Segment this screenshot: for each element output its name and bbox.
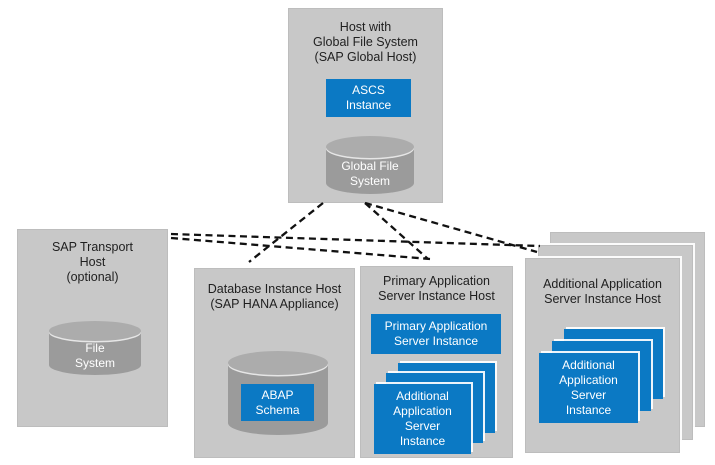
primary-app-server-host-box: Primary Application Server Instance Host… [360, 266, 513, 458]
database-host-title: Database Instance Host (SAP HANA Applian… [207, 282, 342, 311]
cylinder-top-ellipse [326, 136, 414, 158]
abap-schema-box: ABAP Schema [241, 384, 314, 421]
database-host-box: Database Instance Host (SAP HANA Applian… [194, 268, 355, 458]
additional-app-server-host-box-front: Additional Application Server Instance H… [525, 258, 680, 453]
global-host-box: Host with Global File System (SAP Global… [288, 8, 443, 203]
connection-transport-host-to-additional-app-server-host [170, 232, 541, 248]
connection-global-host-to-additional-app-server-host [364, 201, 538, 254]
transport-host-title: SAP Transport Host (optional) [51, 240, 134, 284]
additional-app-server-instance-stack-front: Additional Application Server Instance [374, 384, 471, 454]
transport-host-box: SAP Transport Host (optional) File Syste… [17, 229, 168, 427]
cylinder-top-ellipse [228, 351, 328, 375]
transport-file-system-label: File System [74, 341, 115, 370]
global-file-system-label: Global File System [341, 159, 399, 188]
additional-app-server-instance-stack-front: Additional Application Server Instance [539, 353, 638, 423]
cylinder-top-ellipse [49, 321, 141, 341]
connection-transport-host-to-primary-app-server-host [170, 236, 431, 261]
connection-global-host-to-database-host [248, 202, 324, 263]
global-host-title: Host with Global File System (SAP Global… [313, 20, 418, 64]
primary-app-server-host-title: Primary Application Server Instance Host [378, 274, 495, 303]
ascs-instance-box: ASCS Instance [326, 79, 411, 117]
primary-app-server-instance-box: Primary Application Server Instance [371, 314, 501, 354]
additional-app-server-host-title: Additional Application Server Instance H… [543, 277, 662, 306]
transport-file-system-cylinder: File System [49, 321, 141, 375]
global-file-system-cylinder: Global File System [326, 136, 414, 194]
connection-global-host-to-primary-app-server-host [364, 202, 429, 260]
